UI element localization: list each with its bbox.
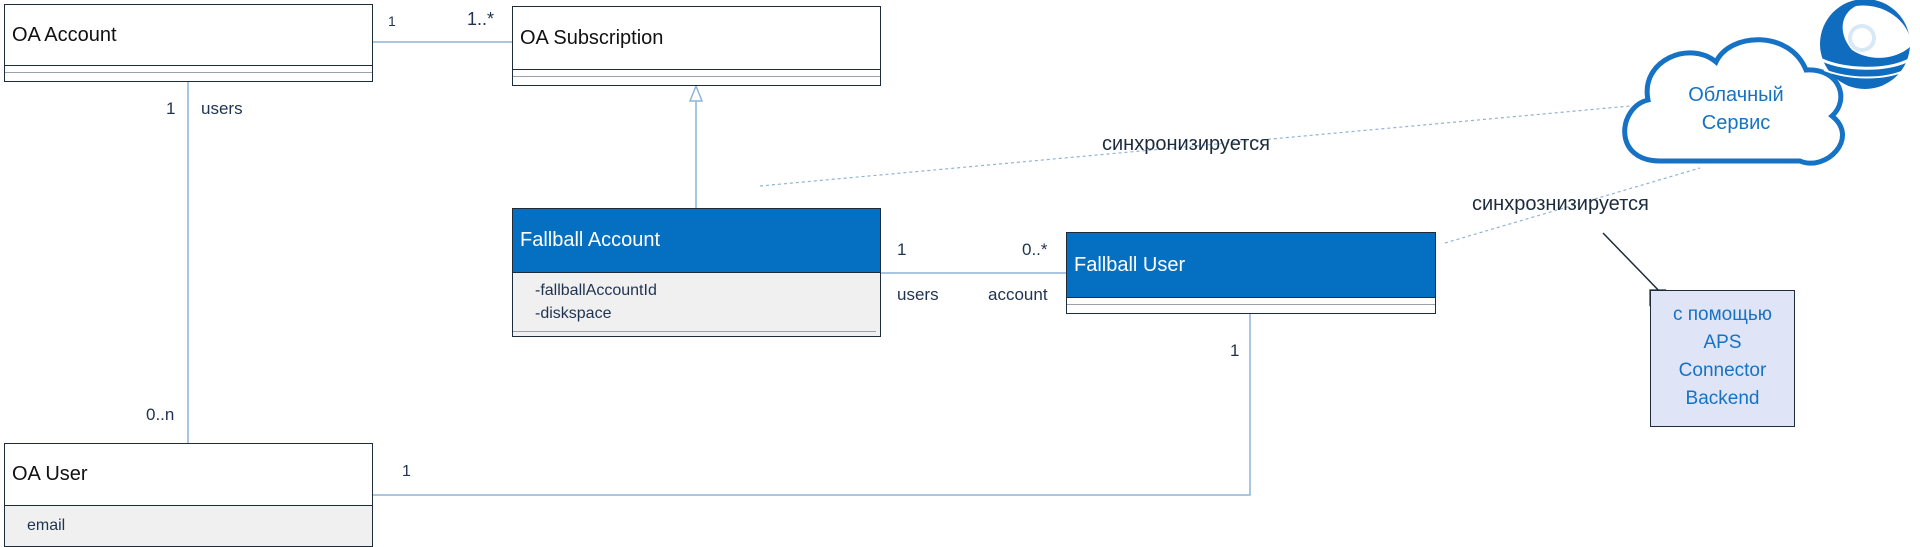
- compartment-divider: [1067, 304, 1435, 305]
- class-name: OA Account: [5, 5, 372, 66]
- multiplicity-label: 1: [388, 13, 396, 29]
- class-oa-subscription[interactable]: OA Subscription: [512, 6, 881, 86]
- class-attributes: -fallballAccountId -diskspace: [513, 273, 880, 336]
- cloud-shape: [1622, 37, 1845, 166]
- class-oa-account[interactable]: OA Account: [4, 4, 373, 82]
- cloud-line: Сервис: [1701, 112, 1771, 134]
- class-name: OA Subscription: [513, 7, 880, 70]
- sync-label-top: синхронизируется: [1102, 133, 1270, 155]
- attribute-row: email: [27, 517, 66, 534]
- logo-icon: [1820, 0, 1912, 89]
- multiplicity-label: 1: [402, 463, 411, 480]
- class-fallball-user[interactable]: Fallball User: [1066, 232, 1436, 314]
- sync-line-top: [759, 105, 1631, 187]
- compartment-divider: [513, 76, 880, 77]
- attribute-row: -diskspace: [535, 305, 612, 322]
- compartment-divider: [5, 72, 372, 73]
- multiplicity-label: 1: [897, 240, 907, 259]
- note-line: APS: [1703, 332, 1742, 353]
- class-oa-user[interactable]: OA User email: [4, 443, 373, 547]
- compartment-divider: [513, 331, 876, 332]
- assoc-oauser-fballuser: [373, 314, 1251, 496]
- multiplicity-label: 0..n: [146, 405, 175, 424]
- note-line: Backend: [1685, 388, 1760, 409]
- multiplicity-label: 1: [166, 99, 176, 118]
- multiplicity-label: 0..*: [1022, 240, 1048, 259]
- note-line: Connector: [1678, 360, 1767, 381]
- attribute-row: -fallballAccountId: [535, 282, 657, 299]
- note-anchor-line: [1602, 232, 1666, 298]
- multiplicity-label: 1: [1230, 341, 1240, 360]
- class-name: Fallball User: [1067, 233, 1435, 298]
- sync-line-right: [1444, 167, 1701, 244]
- multiplicity-label: 1..*: [467, 9, 495, 29]
- cloud-line: Облачный: [1688, 84, 1784, 106]
- role-label: users: [201, 99, 243, 118]
- class-name: Fallball Account: [513, 209, 880, 273]
- cloud-service-label: Облачный Сервис: [1666, 81, 1806, 137]
- note-aps-connector: с помощью APS Connector Backend: [1650, 290, 1795, 427]
- class-fallball-account[interactable]: Fallball Account -fallballAccountId -dis…: [512, 208, 881, 337]
- class-name: OA User: [5, 444, 372, 506]
- sync-label-right: синхрознизируется: [1472, 193, 1649, 215]
- role-label: users: [897, 285, 939, 304]
- class-attributes: email: [5, 506, 372, 546]
- generalization-arrowhead: [688, 83, 704, 102]
- note-line: с помощью: [1672, 304, 1773, 325]
- role-label: account: [988, 285, 1048, 304]
